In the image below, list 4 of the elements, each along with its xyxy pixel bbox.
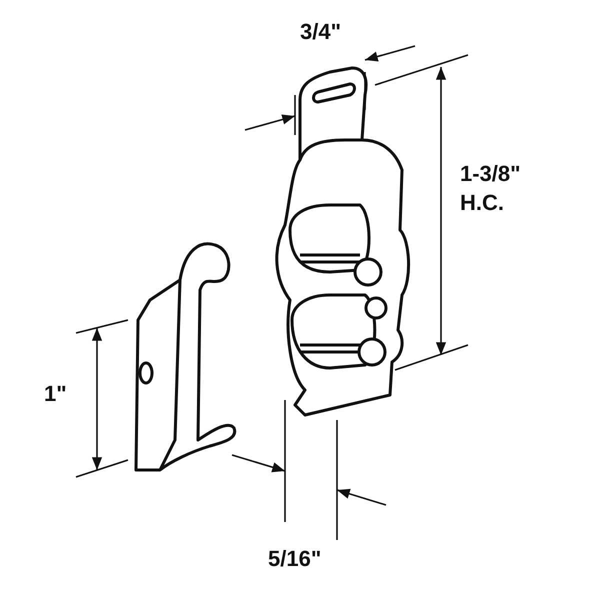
dimension-label: 1" xyxy=(44,380,67,408)
dimension-label: 5/16" xyxy=(268,545,322,573)
dimension-label: 1-3/8" H.C. xyxy=(460,160,522,217)
dimension-label: 3/4" xyxy=(300,18,342,46)
